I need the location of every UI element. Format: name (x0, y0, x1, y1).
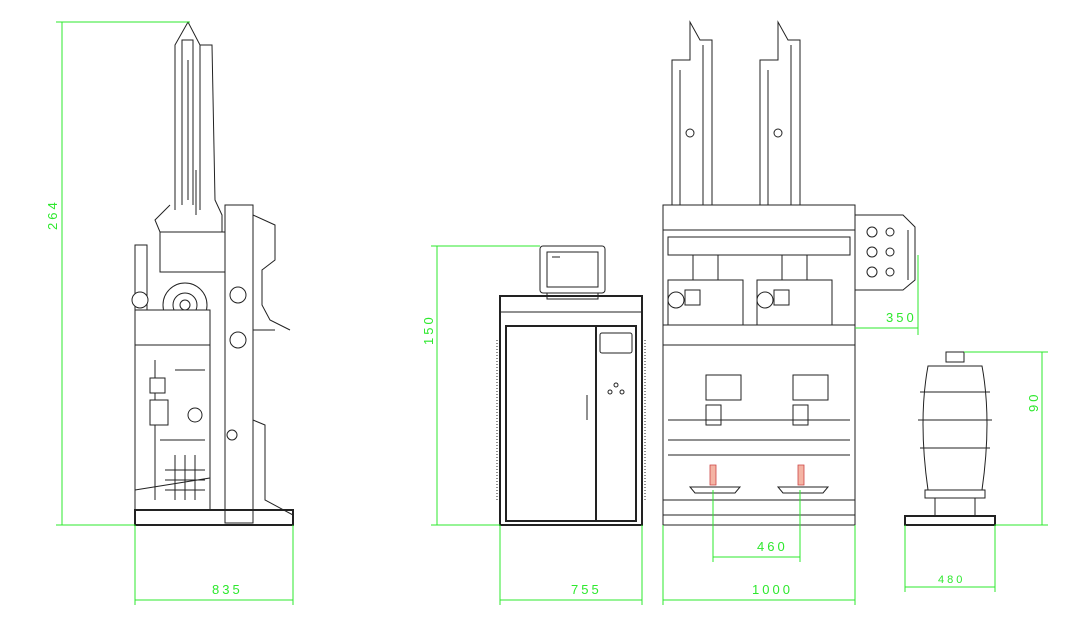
control-cabinet (496, 245, 646, 526)
dimension-side-height: 264 (45, 21, 190, 526)
dim-264-label: 264 (45, 199, 60, 230)
dim-350-label: 350 (886, 310, 917, 325)
dim-460-label: 460 (757, 539, 788, 554)
dim-90-label: 90 (1026, 392, 1041, 412)
front-view (662, 20, 916, 526)
dim-755-label: 755 (571, 582, 602, 597)
dimension-station-pitch: 460 (712, 490, 801, 562)
side-column (224, 204, 254, 524)
dim-480-label: 480 (938, 574, 965, 586)
dimension-cabinet-height: 150 (421, 245, 540, 526)
bin-view (904, 351, 996, 526)
dim-1000-label: 1000 (752, 582, 793, 597)
dimension-side-depth: 835 (134, 525, 294, 605)
dimension-valve-panel: 350 (855, 255, 919, 335)
dimension-front-width: 1000 (662, 525, 856, 605)
side-view (131, 20, 294, 526)
dimension-bin-width: 480 (904, 525, 996, 592)
dim-835-label: 835 (212, 582, 243, 597)
dimension-cabinet-width: 755 (499, 525, 643, 605)
dim-150-label: 150 (421, 314, 436, 345)
touch-screen-monitor (539, 245, 606, 294)
dimension-bin-height: 90 (964, 351, 1048, 526)
